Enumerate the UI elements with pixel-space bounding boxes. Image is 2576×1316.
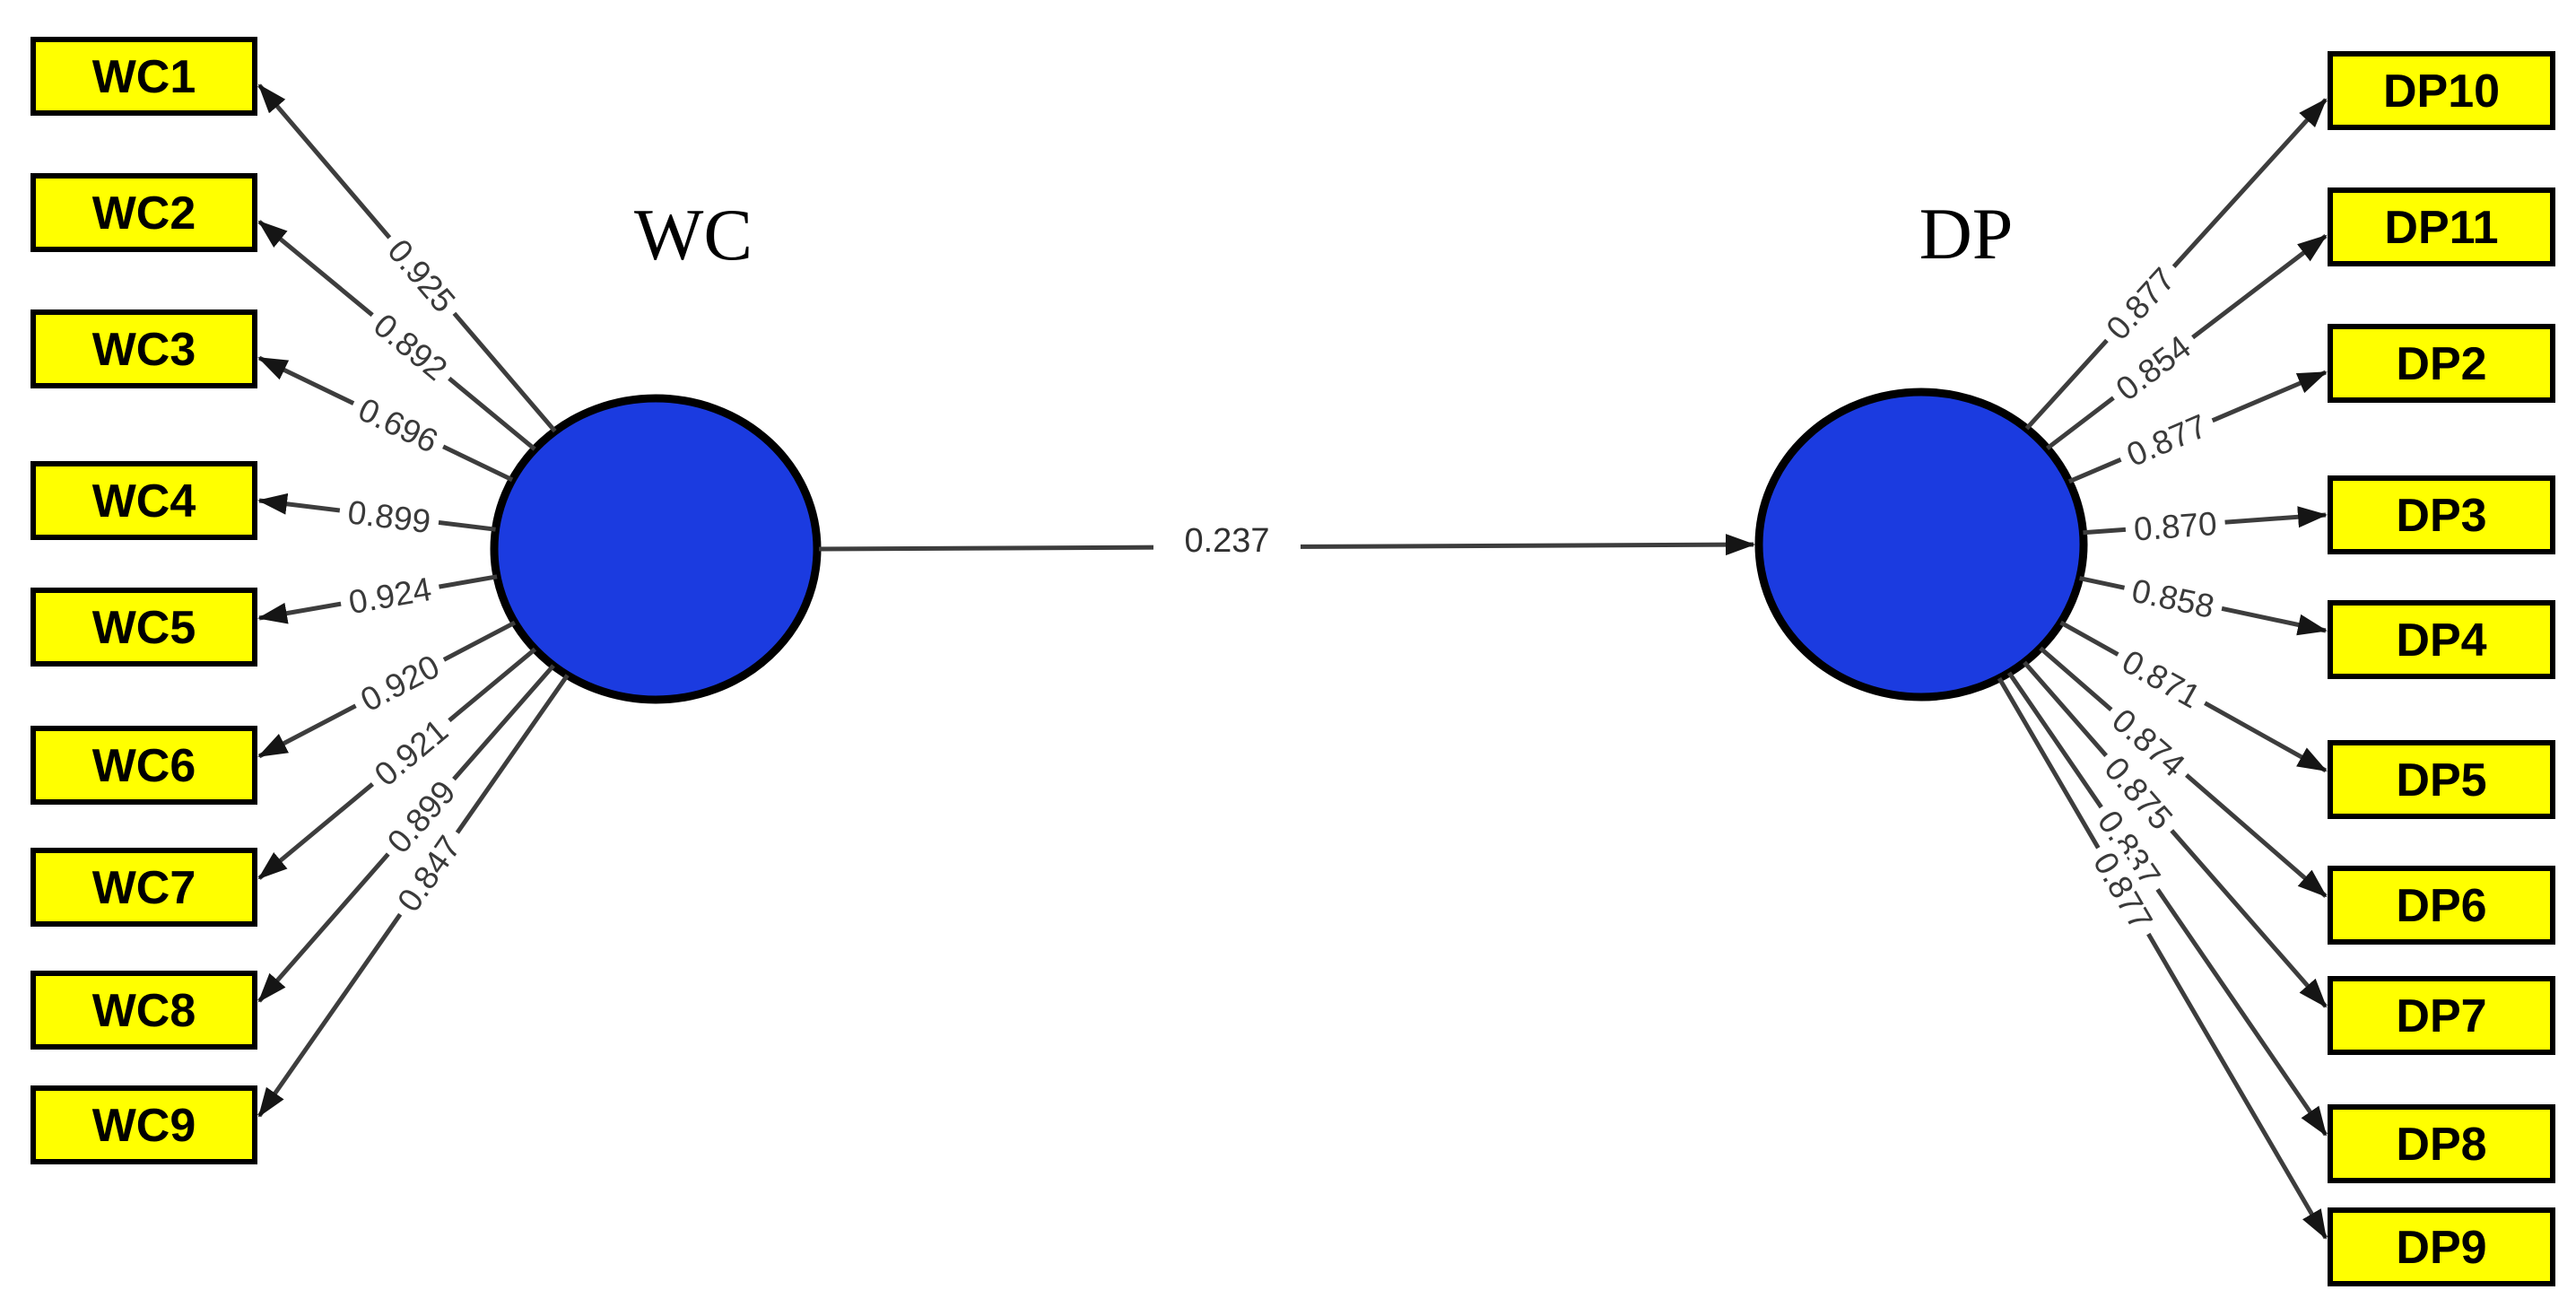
loading-value-dp3: 0.870	[2133, 505, 2218, 548]
loading-label-bg	[360, 705, 462, 799]
loading-label-dp3: 0.870	[2124, 502, 2227, 550]
loading-label-bg	[360, 300, 462, 394]
loading-label-bg	[2092, 253, 2189, 354]
latent-wc-title: WC	[634, 194, 753, 275]
loading-label-dp2: 0.877	[2112, 402, 2221, 478]
indicator-dp5-box	[2328, 740, 2555, 819]
indicator-wc1-box	[30, 37, 257, 116]
indicator-dp8-box	[2328, 1104, 2555, 1183]
latent-wc-ellipse	[490, 394, 822, 704]
indicator-wc6-label: WC6	[92, 740, 196, 792]
indicator-dp7-box	[2328, 976, 2555, 1055]
loading-arrow-dp8	[2006, 671, 2328, 1137]
indicator-wc6-box	[30, 726, 257, 805]
loading-label-bg	[2081, 838, 2166, 945]
indicator-dp9-label: DP9	[2396, 1222, 2486, 1274]
indicator-wc7-box	[30, 848, 257, 927]
indicator-dp3-box	[2328, 475, 2555, 554]
loading-label-bg	[2108, 637, 2215, 720]
structural-path-label: 0.237	[1153, 516, 1301, 564]
indicator-dp6-label: DP6	[2396, 880, 2486, 932]
loading-label-bg	[2091, 742, 2187, 844]
indicator-wc4-box	[30, 461, 257, 540]
loading-label-bg	[344, 385, 452, 465]
indicator-wc9-box	[30, 1085, 257, 1164]
loading-label-wc5: 0.924	[337, 567, 443, 623]
indicator-dp3-label: DP3	[2396, 490, 2486, 542]
loading-label-bg	[374, 224, 470, 327]
loading-label-bg	[2119, 568, 2226, 628]
loading-arrow-dp10	[2024, 98, 2328, 431]
loading-value-wc5: 0.924	[346, 571, 434, 621]
indicator-wc3-box	[30, 309, 257, 388]
loading-label-bg	[384, 821, 474, 926]
loading-value-wc6: 0.920	[354, 648, 445, 719]
loading-label-bg	[2112, 402, 2221, 478]
indicator-dp11-box	[2328, 187, 2555, 266]
indicator-wc5-label: WC5	[92, 602, 196, 654]
loading-label-bg	[337, 491, 441, 543]
indicator-wc1-label: WC1	[92, 51, 196, 103]
indicator-wc3-label: WC3	[92, 324, 196, 376]
indicator-dp10-label: DP10	[2383, 65, 2500, 118]
latent-layer	[490, 388, 2088, 704]
indicator-wc2-label: WC2	[92, 187, 196, 240]
loading-value-dp2: 0.877	[2121, 407, 2212, 474]
indicator-wc7-label: WC7	[92, 862, 196, 914]
loading-label-wc3: 0.696	[344, 385, 452, 465]
indicator-dp4-label: DP4	[2396, 614, 2486, 667]
indicator-wc4-label: WC4	[92, 475, 196, 527]
loading-label-bg	[2124, 502, 2227, 550]
loading-label-dp4: 0.858	[2119, 568, 2226, 628]
loading-value-dp4: 0.858	[2128, 572, 2217, 625]
loading-label-wc4: 0.899	[337, 491, 441, 543]
loading-arrow-dp9	[1997, 676, 2328, 1240]
loading-label-bg	[337, 567, 443, 623]
latent-dp-ellipse	[1754, 388, 2088, 702]
indicator-dp10-box	[2328, 51, 2555, 130]
loading-label-bg	[2098, 694, 2200, 790]
indicator-dp6-box	[2328, 866, 2555, 945]
indicator-dp2-box	[2328, 324, 2555, 403]
indicator-wc8-label: WC8	[92, 985, 196, 1037]
indicator-dp7-label: DP7	[2396, 990, 2486, 1042]
loading-value-wc3: 0.696	[352, 391, 443, 460]
loading-label-bg	[2102, 321, 2205, 414]
indicator-wc9-label: WC9	[92, 1100, 196, 1152]
indicator-dp11-label: DP11	[2384, 202, 2498, 254]
indicator-wc5-box	[30, 588, 257, 667]
indicator-dp8-label: DP8	[2396, 1119, 2486, 1171]
loading-label-layer: 0.9250.8920.6960.8990.9240.9200.9210.899…	[337, 224, 2227, 945]
indicator-wc2-box	[30, 173, 257, 252]
loading-label-bg	[373, 766, 469, 867]
loading-label-bg	[346, 641, 454, 724]
indicator-dp2-label: DP2	[2396, 338, 2486, 390]
indicator-layer	[30, 37, 2555, 1286]
loading-label-bg	[2084, 796, 2174, 901]
latent-dp-title: DP	[1919, 193, 2014, 275]
structural-path-coefficient: 0.237	[1184, 522, 1269, 560]
loading-arrow-dp7	[2023, 660, 2328, 1008]
indicator-dp4-box	[2328, 600, 2555, 679]
structural-path-label-bg	[1153, 516, 1301, 564]
indicator-dp9-box	[2328, 1207, 2555, 1286]
indicator-dp5-label: DP5	[2396, 754, 2486, 806]
indicator-wc8-box	[30, 971, 257, 1050]
